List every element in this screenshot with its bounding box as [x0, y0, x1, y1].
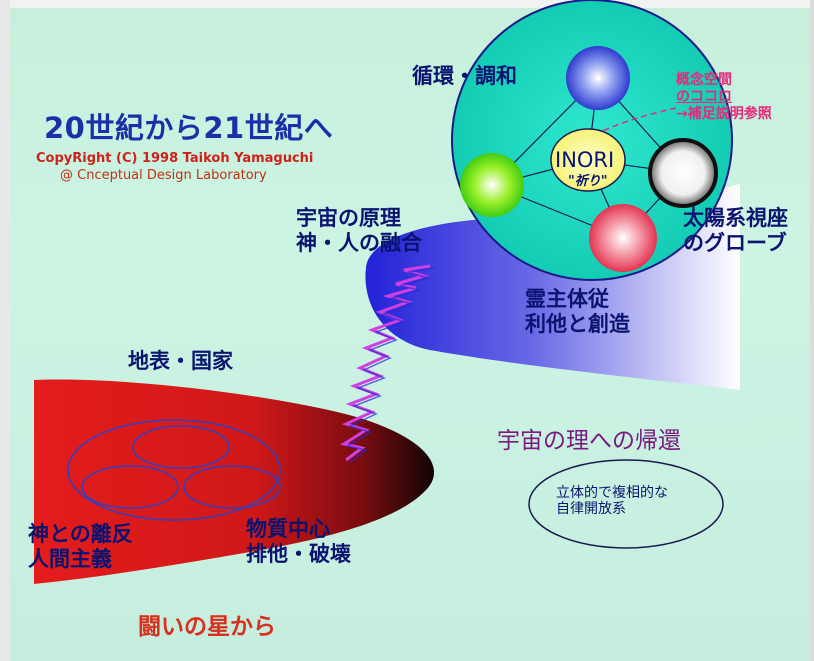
sphere-highlight — [596, 76, 600, 80]
label-kami-line2: 人間主義 — [28, 547, 112, 572]
inner-ellipse-top — [132, 425, 230, 469]
inori-core — [550, 128, 626, 192]
label-busshitsu-line2: 排他・破壊 — [246, 542, 351, 567]
label-tatakai: 闘いの星から — [138, 614, 276, 640]
label-rittai: 立体的で複相的な 自律開放系 — [556, 485, 668, 517]
page-title: 20世紀から21世紀へ — [44, 111, 334, 145]
label-chihyo: 地表・国家 — [128, 349, 233, 373]
concept-note-line3: →補足説明参照 — [676, 105, 772, 122]
concept-note-line1: 概念空間 — [676, 72, 732, 88]
sphere-highlight — [621, 236, 625, 240]
inori-label: INORI — [555, 148, 615, 172]
label-rittai-line2: 自律開放系 — [556, 501, 626, 518]
concept-note: 概念空間 のココロ →補足説明参照 — [676, 72, 772, 122]
label-reishu: 霊主体従 利他と創造 — [525, 287, 630, 337]
label-rittai-line1: 立体的で複相的な — [556, 485, 668, 501]
inori-sublabel: "祈り" — [568, 174, 608, 189]
note-pointer-line — [583, 107, 677, 141]
outer-ellipse — [67, 419, 281, 521]
label-kami-line1: 神との離反 — [28, 522, 133, 546]
label-kikan: 宇宙の理への帰還 — [497, 428, 681, 454]
label-uchu-line1: 宇宙の原理 — [296, 206, 401, 230]
sphere-white-ring — [648, 138, 718, 208]
label-junkan: 循環・調和 — [412, 64, 517, 88]
inner-ellipse-left — [81, 465, 179, 509]
frame-left — [0, 0, 10, 661]
label-uchu-line2: 神・人の融合 — [296, 231, 422, 256]
copyright-line: CopyRight (C) 1998 Taikoh Yamaguchi — [36, 151, 314, 166]
label-busshitsu-line1: 物質中心 — [246, 517, 330, 541]
zigzag-connector-shadow — [346, 267, 435, 463]
red-plane-shape — [34, 379, 435, 584]
open-system-ellipse — [528, 459, 724, 549]
label-busshitsu: 物質中心 排他・破壊 — [246, 517, 351, 567]
label-reishu-line2: 利他と創造 — [525, 312, 630, 337]
label-uchu: 宇宙の原理 神・人の融合 — [296, 206, 422, 256]
sphere-highlight — [490, 183, 494, 187]
inner-ellipse-right — [183, 465, 281, 509]
label-taiyo-line2: のグローブ — [683, 231, 787, 256]
lab-credit-line: @ Cnceptual Design Laboratory — [60, 168, 267, 183]
frame-top — [0, 0, 814, 8]
label-reishu-line1: 霊主体従 — [525, 287, 609, 311]
label-taiyo: 太陽系視座 のグローブ — [683, 206, 788, 256]
frame-right — [810, 0, 814, 661]
label-kami: 神との離反 人間主義 — [28, 522, 133, 572]
label-taiyo-line1: 太陽系視座 — [683, 206, 788, 230]
sphere-white — [650, 140, 716, 206]
concept-note-line2: のココロ — [676, 88, 732, 105]
